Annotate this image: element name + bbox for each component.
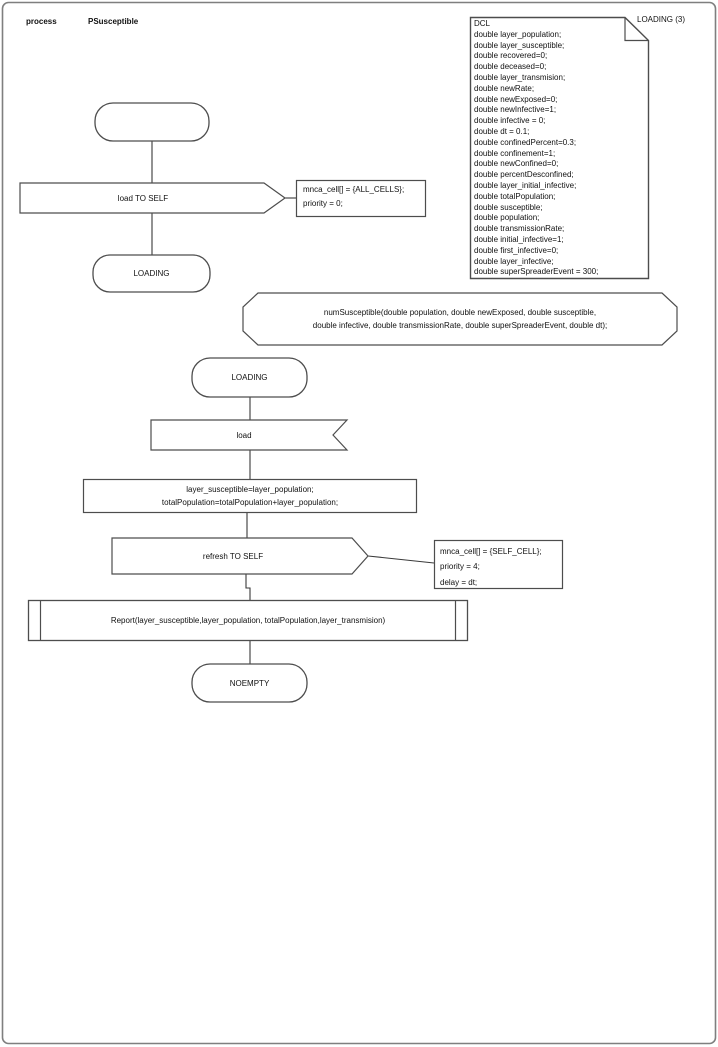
load-output-label: load TO SELF [117,193,169,203]
text-line: double recovered=0; [474,51,548,61]
text-line: double susceptible; [474,202,543,212]
load-output-shape[interactable] [19,182,287,214]
report-call-shape[interactable] [27,599,469,642]
text-line: DCL [474,19,491,28]
load-comment-box[interactable] [295,179,427,218]
text-line: priority = 4; [440,562,480,572]
text-line: double confinement=1; [474,148,556,158]
connector-refresh-to-comment [367,555,435,564]
text-line: double layer_susceptible; [474,40,565,50]
procedure-declaration-shape[interactable] [242,292,678,346]
noempty-state-shape[interactable] [191,663,308,703]
process-name-label: PSusceptible [88,17,139,26]
text-line: double newInfective=1; [474,105,557,115]
text-line: double dt = 0.1; [474,126,530,136]
dcl-block-shape[interactable] [469,16,650,280]
text-line: double first_infective=0; [474,245,559,255]
dcl-badge-label: LOADING (3) [637,15,686,24]
report-call-label: Report(layer_susceptible,layer_populatio… [110,616,386,625]
load-input-shape[interactable] [150,419,349,451]
dcl-block-fold-icon [624,17,649,42]
text-line: layer_susceptible=layer_population; [186,485,314,494]
load-comment-text: mnca_cell[] = {ALL_CELLS}; priority = 0; [303,183,421,211]
task-box-shape[interactable] [82,478,418,514]
procedure-declaration-text: numSusceptible(double population, double… [243,293,677,345]
text-line: double layer_transmision; [474,72,566,82]
text-line: double superSpreaderEvent = 300; [474,267,599,277]
noempty-state-label: NOEMPTY [229,678,270,688]
start-state-shape[interactable] [94,102,210,142]
task-box-text: layer_susceptible=layer_population;total… [83,479,417,513]
text-line: double infective = 0; [474,116,546,126]
text-line: double layer_infective; [474,256,554,266]
loading-state-main-shape[interactable] [191,357,308,398]
refresh-output-label: refresh TO SELF [202,551,264,561]
refresh-comment-text: mnca_cell[] = {SELF_CELL}; priority = 4; d… [440,544,558,590]
text-line: mnca_cell[] = {SELF_CELL}; [440,547,542,556]
loading-state-upper-label: LOADING [133,269,170,278]
text-line: double newRate; [474,83,535,93]
load-input-label: load [236,430,252,440]
text-line: double newExposed=0; [474,94,558,104]
text-line: double deceased=0; [474,62,547,72]
refresh-comment-box[interactable] [433,539,564,590]
text-line: delay = dt; [440,577,478,587]
process-kind-label: process [26,17,57,26]
refresh-output-shape[interactable] [111,537,369,575]
text-line: double layer_initial_infective; [474,180,577,190]
text-line: double initial_infective=1; [474,234,564,244]
text-line: double population; [474,213,540,223]
text-line: double totalPopulation; [474,191,556,201]
text-line: numSusceptible(double population, double… [323,308,597,317]
text-line: double percentDesconfined; [474,170,574,180]
text-line: mnca_cell[] = {ALL_CELLS}; [303,185,405,194]
loading-state-main-label: LOADING [231,373,268,382]
text-line: double layer_population; [474,29,562,39]
loading-state-upper-shape[interactable] [92,254,211,293]
text-line: totalPopulation=totalPopulation+layer_po… [161,498,339,507]
text-line: double confinedPercent=0.3; [474,137,577,147]
text-line: double transmissionRate; [474,224,565,234]
text-line: double infective, double transmissionRat… [312,321,608,330]
text-line: double newConfined=0; [474,159,559,169]
text-line: priority = 0; [303,198,343,208]
connector-refresh-to-report [245,574,251,600]
